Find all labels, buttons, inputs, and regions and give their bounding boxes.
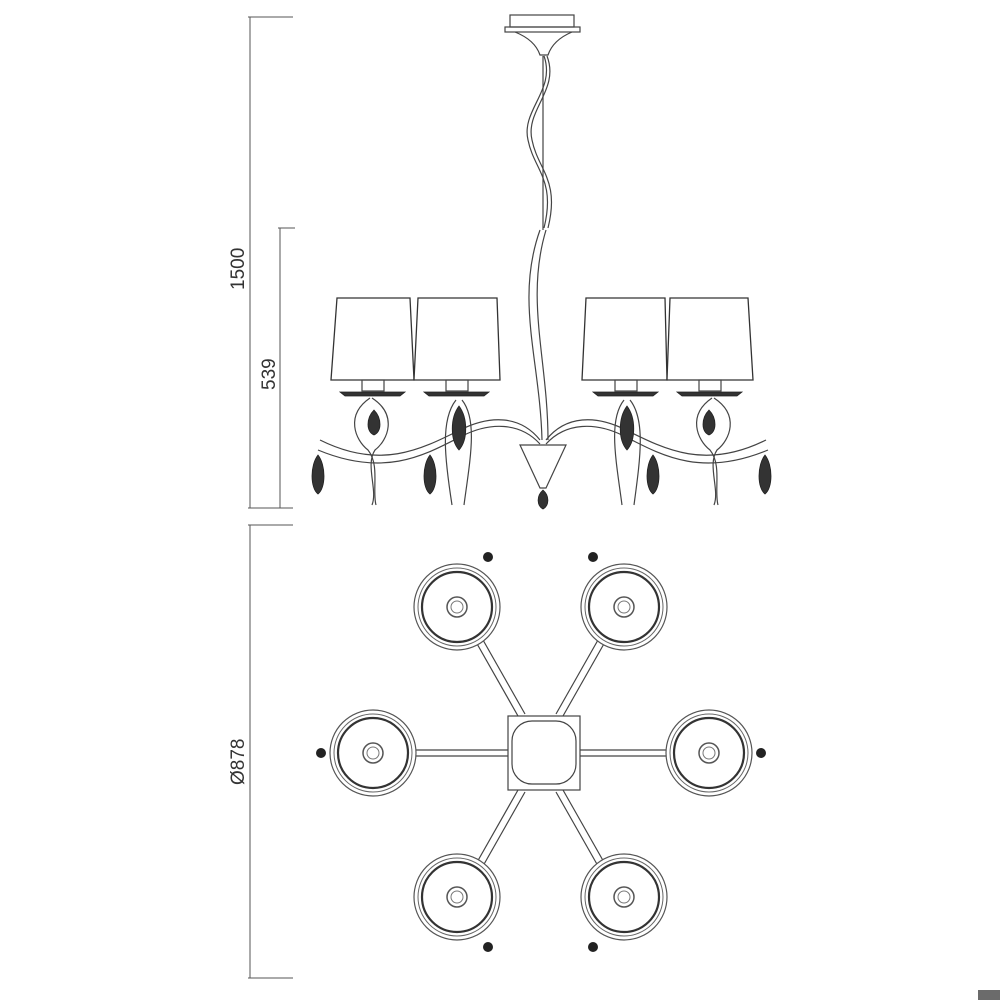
top-shade-2 <box>580 552 668 651</box>
top-shade-1 <box>413 552 501 651</box>
shade-3 <box>581 297 668 381</box>
side-view <box>311 14 772 510</box>
corner-mark <box>978 990 1000 1000</box>
top-view-shades <box>316 552 766 952</box>
top-view-arms <box>414 639 668 867</box>
label-1500: 1500 <box>228 248 249 290</box>
pendant-dot <box>316 748 326 758</box>
dimension-diameter: Ø878 <box>228 524 293 979</box>
top-shade-4 <box>665 709 766 797</box>
central-cone <box>519 444 567 510</box>
center-canopy <box>507 715 581 791</box>
sockets <box>338 379 744 397</box>
suspension-rod-and-cable <box>526 55 553 441</box>
top-shade-5 <box>413 853 501 952</box>
top-shade-6 <box>580 853 668 952</box>
lamp-shades <box>330 297 754 381</box>
top-shade-3 <box>316 709 417 797</box>
shade-1 <box>330 297 415 381</box>
pendant-dot <box>588 942 598 952</box>
dimension-body-height: 539 <box>259 227 295 508</box>
top-view <box>316 552 766 952</box>
pendant-dot <box>483 552 493 562</box>
shade-4 <box>666 297 754 381</box>
shade-2 <box>413 297 501 381</box>
pendant-dot <box>756 748 766 758</box>
pendant-dot <box>483 942 493 952</box>
pendant-dot <box>588 552 598 562</box>
label-diameter: Ø878 <box>228 739 249 785</box>
label-539: 539 <box>259 358 280 390</box>
ceiling-canopy <box>504 14 581 56</box>
arms <box>317 397 769 506</box>
dimension-total-height: 1500 <box>228 16 293 509</box>
crystal-pendants <box>311 405 772 495</box>
